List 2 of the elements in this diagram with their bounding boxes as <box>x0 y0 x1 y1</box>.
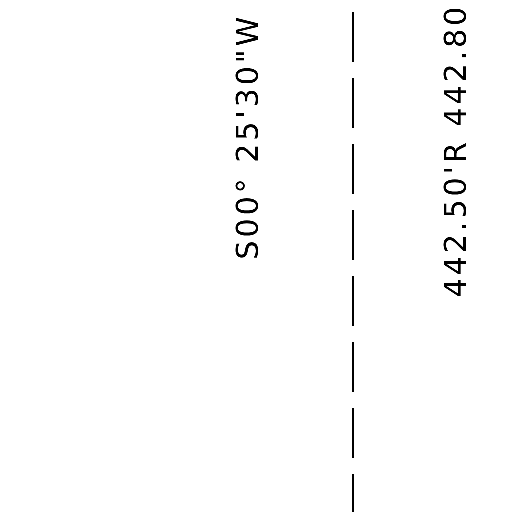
distance-label: 442.50'R 442.80 <box>442 4 472 298</box>
bearing-label: S00° 25'30"W <box>234 14 264 260</box>
